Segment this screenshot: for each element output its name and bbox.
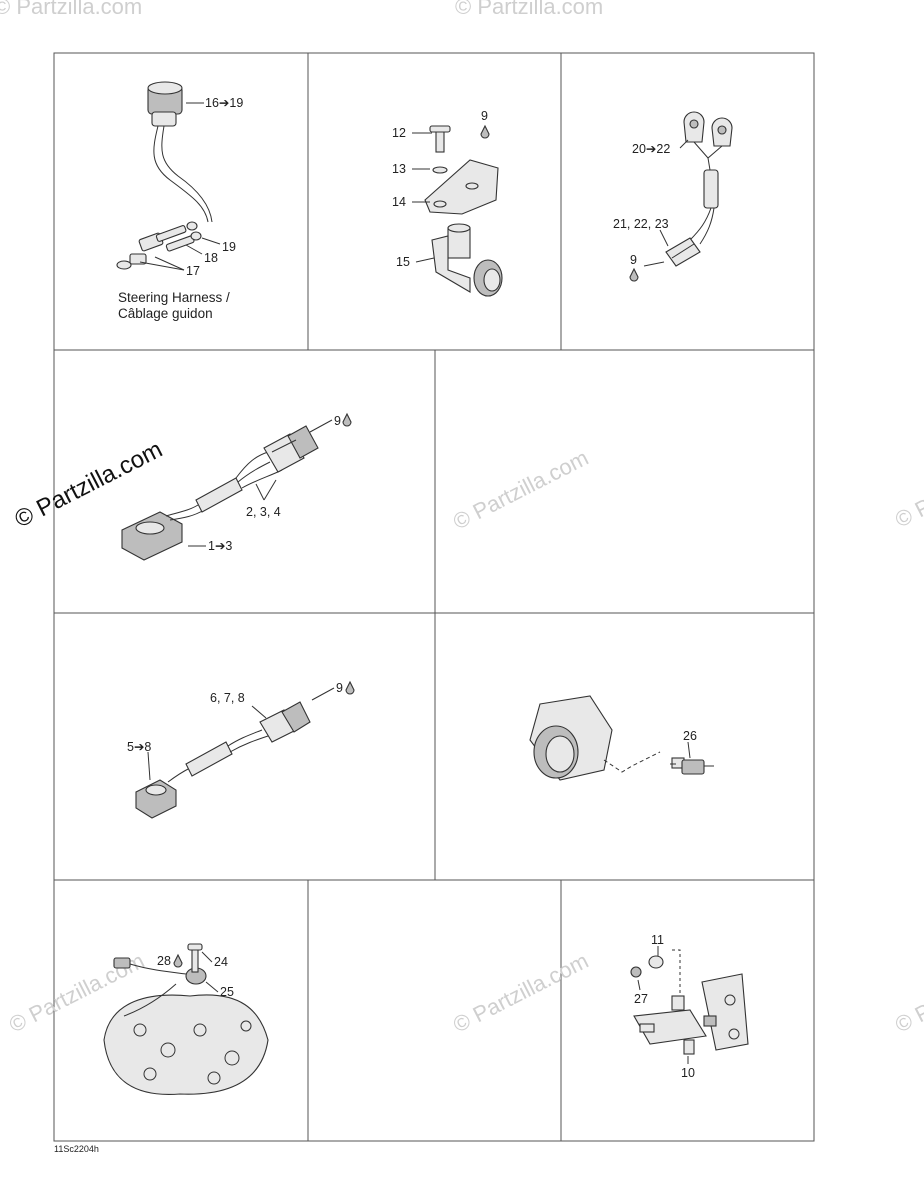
panel-knock-sensor: 28 24 25 — [103, 943, 269, 1096]
valve-drawing — [630, 949, 749, 1055]
watermark-faint: © Partzilla.com — [0, 0, 142, 19]
watermark-faint: © Partzilla.com — [449, 948, 592, 1038]
callout-label: 26 — [683, 729, 697, 743]
callout-label: 27 — [634, 992, 648, 1006]
harness-b-drawing — [135, 701, 311, 819]
callout-label: 9 — [334, 414, 341, 428]
panel-temp-sensor: 26 — [529, 695, 714, 781]
watermark-main: © Partzilla.com — [10, 436, 166, 533]
harness-a-drawing — [121, 425, 319, 561]
callout-label: 10 — [681, 1066, 695, 1080]
callout-label: 20➔22 — [632, 142, 670, 156]
callout-label: 14 — [392, 195, 406, 209]
watermark-faint: © Partzilla.com — [891, 443, 924, 533]
bracket-drawing — [424, 125, 503, 297]
panel-sensor-pair: 20➔22 21, 22, 23 9 — [613, 111, 733, 282]
diagram-grid — [53, 52, 815, 1142]
panel-bracket: 12 9 13 14 15 — [392, 109, 503, 297]
callout-label: 9 — [481, 109, 488, 123]
panel-valve: 11 27 10 — [630, 933, 749, 1080]
callout-label: 25 — [220, 985, 234, 999]
callout-label: 28 — [157, 954, 171, 968]
callout-label: 2, 3, 4 — [246, 505, 281, 519]
watermark-faint: © Partzilla.com — [449, 445, 592, 535]
callout-label: 9 — [336, 681, 343, 695]
callout-label: 17 — [186, 264, 200, 278]
callout-label: 21, 22, 23 — [613, 217, 669, 231]
callout-label: 6, 7, 8 — [210, 691, 245, 705]
callout-label: 5➔8 — [127, 740, 151, 754]
watermark-faint: © Partzilla.com — [455, 0, 603, 19]
callout-label: 16➔19 — [205, 96, 243, 110]
panel-caption: Steering Harness / — [118, 290, 230, 305]
temp-sensor-drawing — [529, 695, 714, 781]
callout-label: 12 — [392, 126, 406, 140]
panel-steering-harness: 16➔19 19 18 17 Steering Harness / Câblag… — [116, 81, 243, 321]
steering-sensor-drawing — [116, 81, 213, 270]
callout-label: 1➔3 — [208, 539, 232, 553]
sensor-pair-drawing — [665, 111, 733, 267]
panel-harness-b: 6, 7, 8 9 5➔8 — [127, 680, 355, 819]
callout-label: 24 — [214, 955, 228, 969]
callout-label: 19 — [222, 240, 236, 254]
callout-label: 11 — [651, 933, 664, 947]
panel-harness-a: 9 2, 3, 4 1➔3 — [121, 412, 352, 561]
watermark-faint: © Partzilla.com — [891, 948, 924, 1038]
callout-label: 18 — [204, 251, 218, 265]
callout-label: 13 — [392, 162, 406, 176]
callout-label: 15 — [396, 255, 410, 269]
knock-sensor-drawing — [103, 943, 269, 1096]
diagram-code: 11Sc2204h — [54, 1144, 99, 1154]
panel-caption: Câblage guidon — [118, 306, 213, 321]
callout-label: 9 — [630, 253, 637, 267]
